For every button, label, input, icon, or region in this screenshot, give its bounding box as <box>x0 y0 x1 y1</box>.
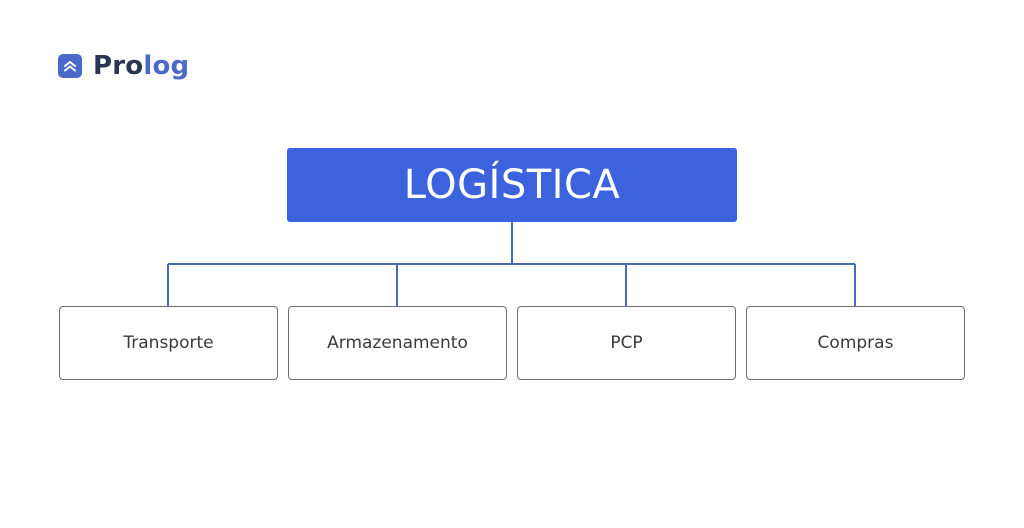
child-node-label: Transporte <box>123 332 214 353</box>
child-node-label: PCP <box>610 332 643 353</box>
prolog-logo: Prolog <box>58 52 189 80</box>
brand-name-part2: log <box>143 51 190 81</box>
brand-name-part1: Pro <box>93 51 144 81</box>
child-node-compras: Compras <box>746 306 965 380</box>
child-node-armazenamento: Armazenamento <box>288 306 507 380</box>
prolog-chevrons-icon <box>58 54 82 78</box>
chevrons-up-icon <box>64 61 76 72</box>
child-node-pcp: PCP <box>517 306 736 380</box>
child-node-label: Armazenamento <box>327 332 468 353</box>
brand-name: Prolog <box>93 52 189 80</box>
child-node-transporte: Transporte <box>59 306 278 380</box>
root-node-logistica: LOGÍSTICA <box>287 148 737 222</box>
child-node-label: Compras <box>817 332 894 353</box>
root-node-label: LOGÍSTICA <box>403 162 621 208</box>
